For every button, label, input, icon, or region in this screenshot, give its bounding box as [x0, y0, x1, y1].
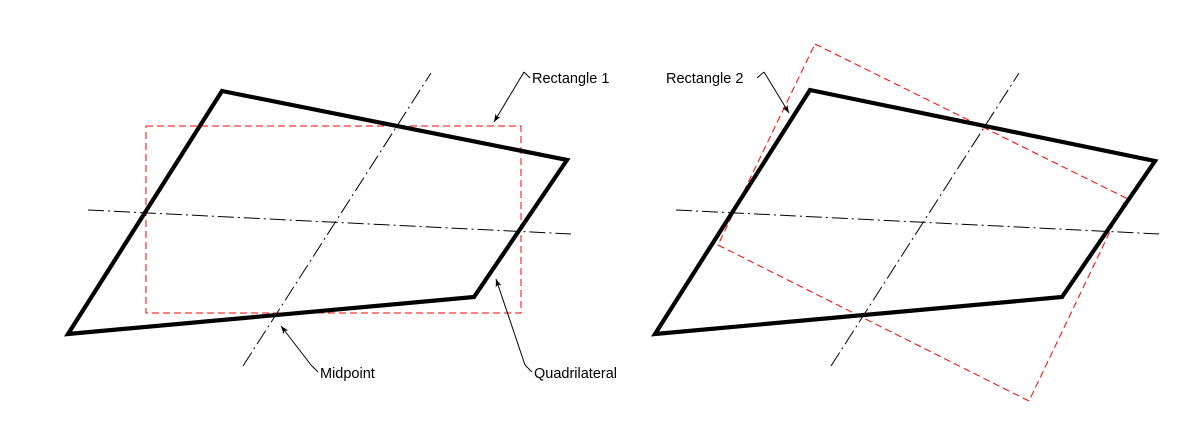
leader-hook — [310, 364, 319, 373]
axis-aligned-bounding-rectangle-view — [63, 72, 572, 367]
quadrilateral-outline — [63, 88, 571, 337]
midpoint-callout: Midpoint — [280, 325, 375, 382]
quadrilateral-callout-label: Quadrilateral — [534, 366, 617, 382]
bounding-rectangle — [717, 43, 1127, 402]
leader-line-with-arrow — [763, 71, 790, 114]
horizontal-centerline — [675, 209, 1160, 235]
rectangle-1-callout-label: Rectangle 1 — [532, 71, 609, 87]
leader-line-with-arrow — [493, 71, 525, 123]
horizontal-centerline — [87, 209, 572, 235]
bounding-rectangle — [145, 125, 522, 314]
panels-layer — [63, 43, 1160, 402]
rotated-minimum-bounding-rectangle-view — [650, 43, 1160, 402]
leader-line-with-arrow — [280, 325, 312, 366]
leader-line-with-arrow — [495, 278, 526, 366]
rectangle-1-callout: Rectangle 1 — [493, 71, 609, 123]
rectangle-2-callout-label: Rectangle 2 — [666, 71, 743, 87]
leader-hook — [756, 71, 765, 79]
leader-hook — [523, 71, 531, 79]
leader-hook — [524, 364, 533, 373]
quadrilateral-callout: Quadrilateral — [495, 278, 617, 382]
quadrilateral-outline — [650, 87, 1159, 337]
midpoint-callout-label: Midpoint — [320, 366, 375, 382]
annotations-layer: Rectangle 1 Midpoint Quadrilateral Rectangl… — [280, 71, 790, 382]
rectangle-2-callout: Rectangle 2 — [666, 71, 790, 114]
